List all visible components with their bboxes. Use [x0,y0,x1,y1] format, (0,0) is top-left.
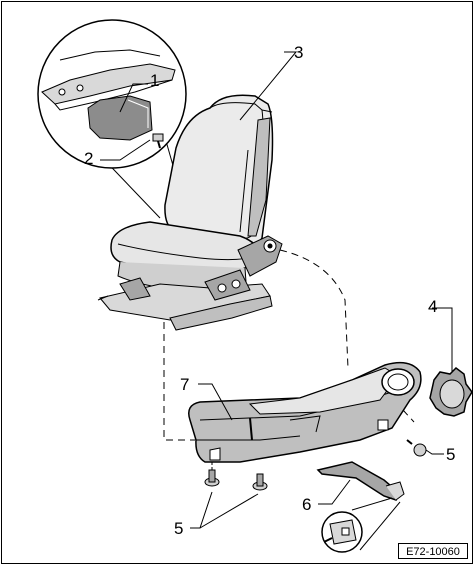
part-6-detail-circle [321,497,401,553]
callout-1: 1 [150,71,159,90]
part-7-trim-panel [188,361,422,463]
reference-code-label: E72-10060 [398,543,468,559]
callout-6: 6 [302,495,311,514]
leader-lines [100,51,453,529]
assembly-guide-lines [163,249,415,441]
part-6-cover-strip [316,461,405,501]
seat-assembly [97,94,283,331]
part-4-adjust-knob [429,367,473,417]
part-2-screw [152,133,164,149]
callout-5-right: 5 [446,445,455,464]
callout-2: 2 [84,149,93,168]
callout-3: 3 [294,43,303,62]
part-5-screw-left [204,462,220,487]
part-5-screw-right [406,439,427,457]
callout-4: 4 [428,297,437,316]
callout-7: 7 [180,375,189,394]
callout-5-bottom: 5 [174,519,183,538]
part-5-screw-middle [252,473,268,491]
detail-magnifier [37,19,191,226]
recliner-hinge [237,235,283,277]
part-1-trim-cover [87,95,153,141]
